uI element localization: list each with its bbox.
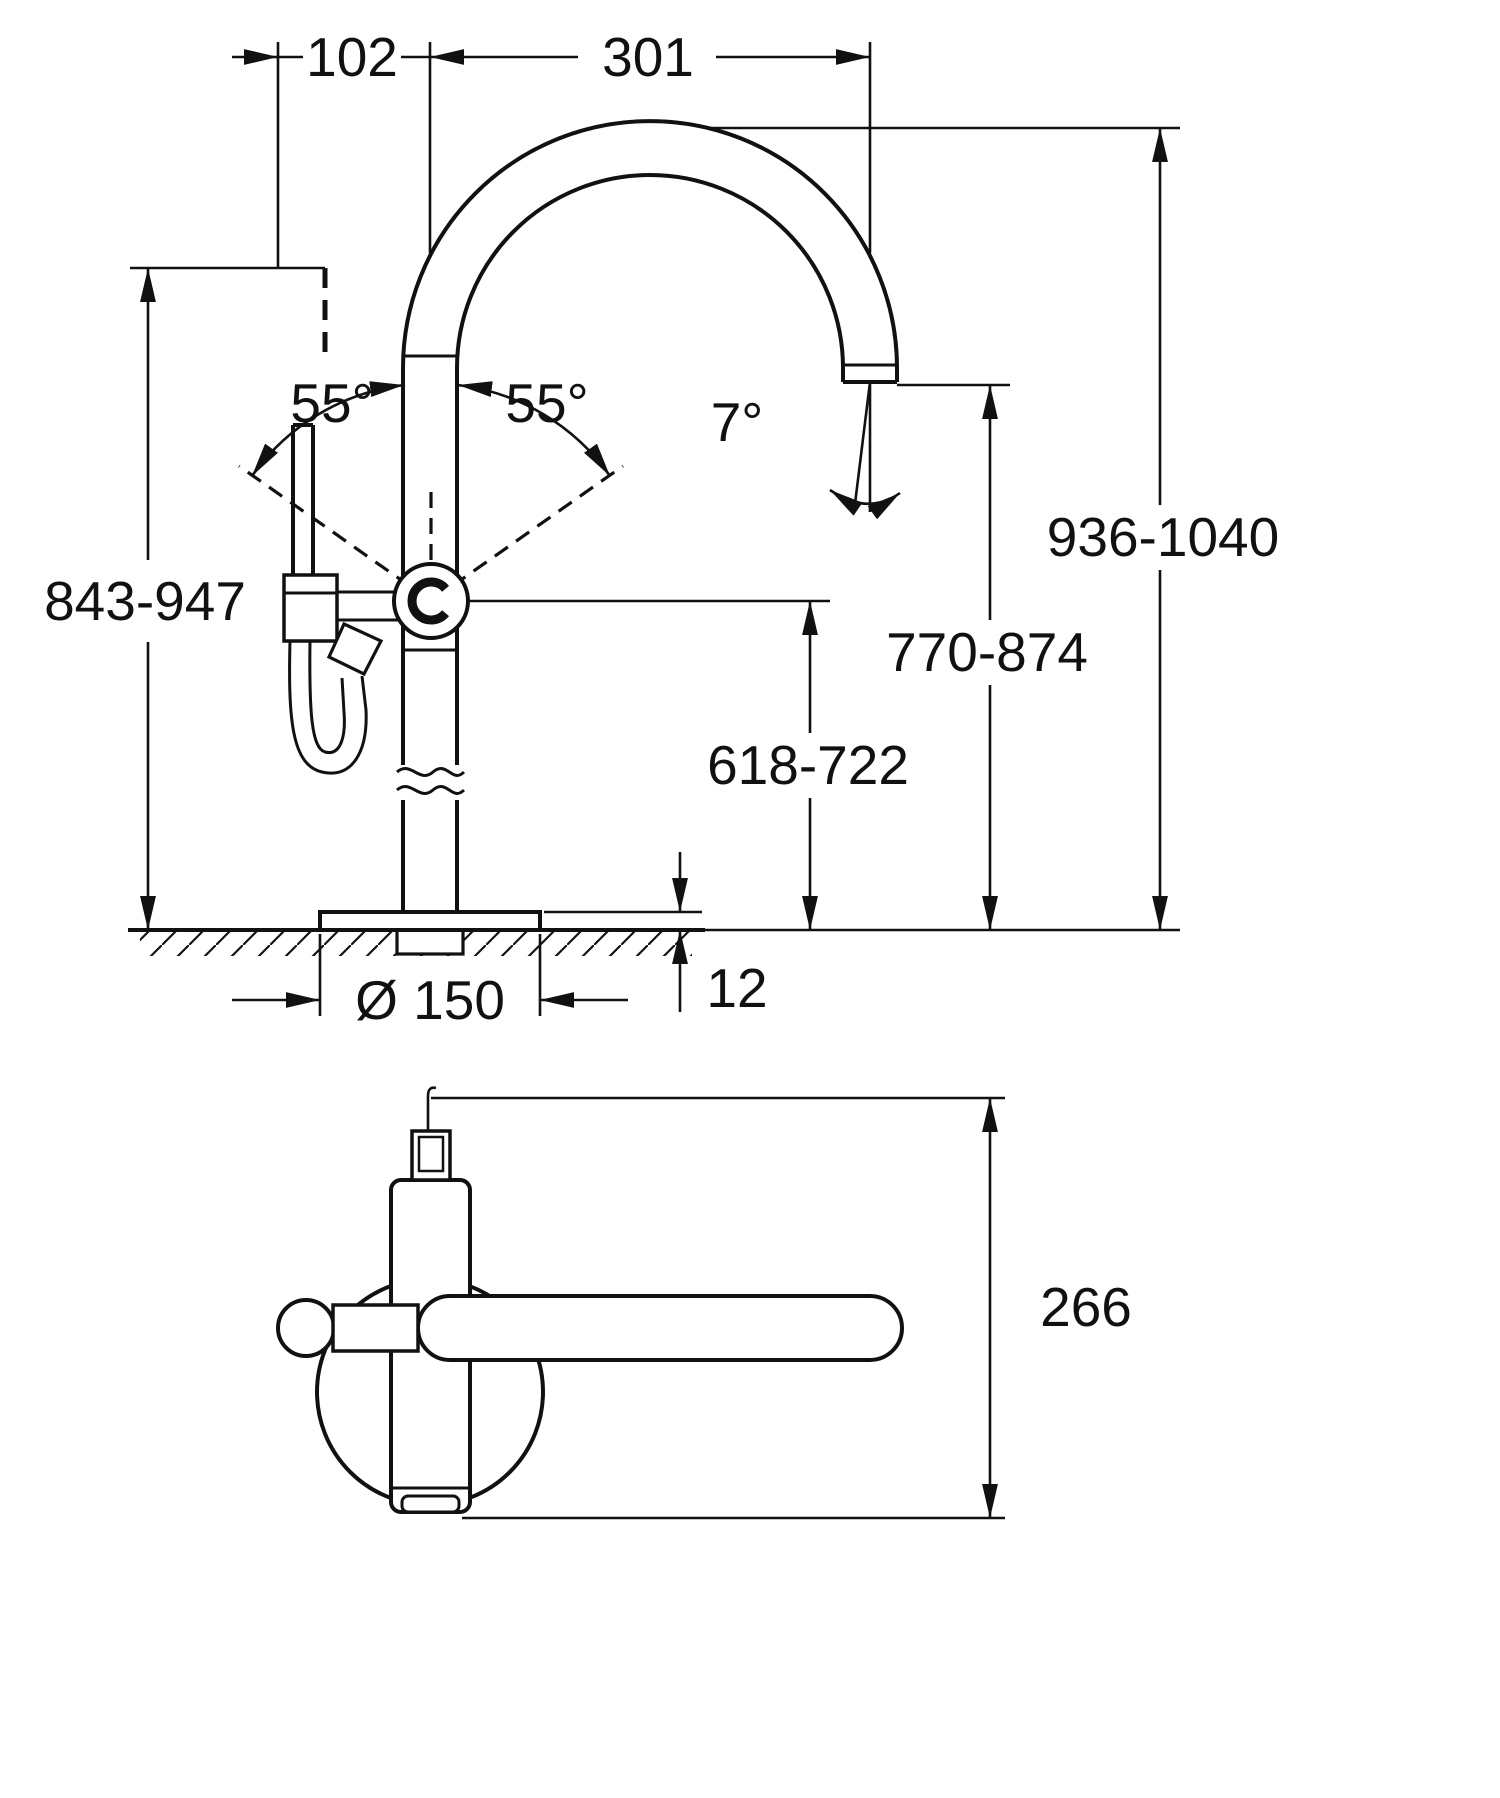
outlet-stub-plan	[400, 1494, 461, 1514]
dim-offset-width: 102	[232, 26, 432, 268]
lever-handle-plan	[416, 1294, 904, 1362]
shower-hose	[288, 640, 368, 775]
dim-label-swivel-left: 55°	[290, 372, 373, 434]
plan-view: 266	[276, 1086, 1132, 1520]
swivel-arc-left	[250, 381, 405, 477]
dim-label-offset-width: 102	[306, 26, 398, 88]
dim-label-spout-height: 770-874	[886, 621, 1088, 683]
swivel-axis-left	[238, 464, 432, 603]
dim-spout-height: 770-874	[886, 383, 1088, 930]
floor-stub	[395, 928, 465, 956]
spout-arc	[401, 119, 899, 384]
dim-label-base-diameter: Ø 150	[355, 969, 505, 1031]
pipe-break-squiggle	[396, 767, 466, 777]
dim-label-pivot-height: 618-722	[707, 734, 909, 796]
shower-holder	[282, 573, 339, 643]
dim-base-thickness: 12	[544, 852, 768, 1019]
dim-spout-reach: 301	[430, 26, 872, 253]
diverter-knob-inner	[417, 1135, 445, 1173]
pivot-joint: 55° 55°	[238, 372, 624, 640]
ground-line	[128, 928, 1180, 956]
dim-label-base-thickness: 12	[706, 957, 767, 1019]
holder-bracket	[337, 590, 403, 622]
center-mark	[426, 1086, 437, 1133]
dim-base-diameter: Ø 150	[232, 934, 628, 1031]
dim-label-spout-reach: 301	[602, 26, 694, 88]
shower-knob-plan	[276, 1298, 336, 1358]
dim-label-handle-height: 843-947	[44, 570, 246, 632]
hand-shower-wand	[291, 423, 315, 574]
dim-pivot-height: 618-722	[468, 599, 909, 930]
dim-label-depth: 266	[1040, 1276, 1132, 1338]
hand-shower	[282, 268, 403, 775]
shower-hose	[308, 640, 346, 754]
swivel-axis-right	[430, 464, 624, 603]
spout-outlet	[841, 368, 899, 384]
spray-angle: 7°	[711, 381, 901, 520]
shower-stem-plan	[331, 1303, 420, 1353]
dim-label-spout-angle: 7°	[711, 391, 764, 453]
joint-detail	[407, 577, 450, 625]
dim-total-height: 936-1040	[706, 126, 1279, 930]
front-view: 7° 55° 55°	[44, 26, 1279, 1031]
swivel-arc-right	[457, 381, 612, 477]
dim-handle-height: 843-947	[44, 266, 325, 930]
diverter-elbow	[326, 621, 384, 677]
dim-label-swivel-right: 55°	[505, 372, 588, 434]
dim-label-total-height: 936-1040	[1047, 506, 1279, 568]
pipe-break-squiggle	[396, 785, 466, 795]
joint-ball	[392, 562, 470, 640]
base-plate	[318, 910, 542, 932]
dim-depth: 266	[431, 1096, 1132, 1520]
